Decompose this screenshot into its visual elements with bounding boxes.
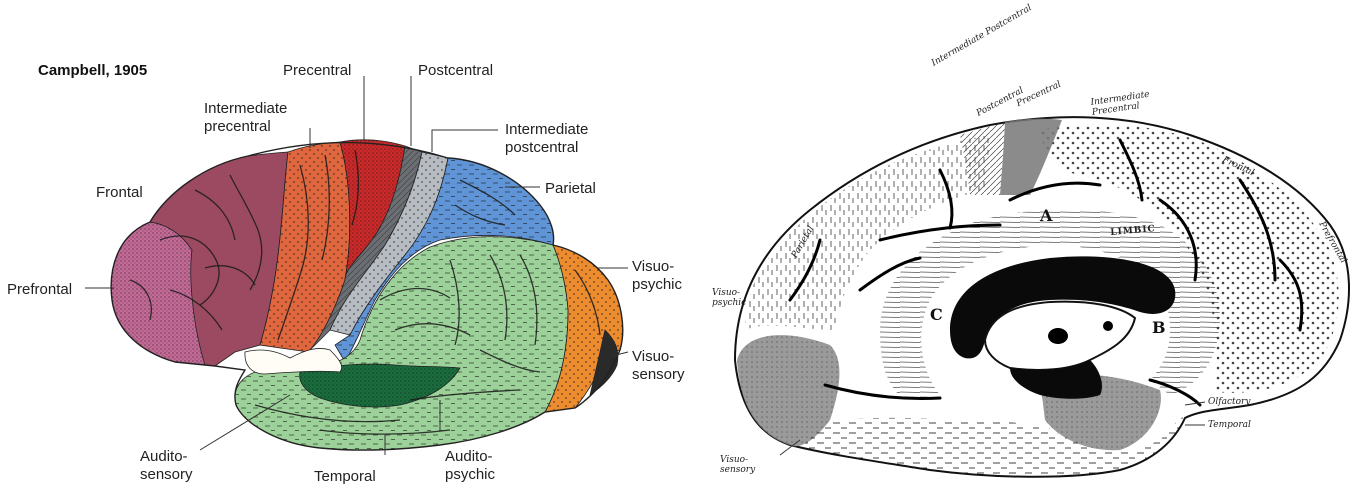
label-r-visuo-sensory: Visuo- sensory bbox=[720, 455, 760, 475]
thalamus-dot-large bbox=[1048, 328, 1068, 344]
label-r-visuo-psychic: Visuo- psychic bbox=[712, 288, 752, 308]
label-r-a: A bbox=[1040, 206, 1052, 225]
thalamus-dot-small bbox=[1103, 321, 1113, 331]
label-r-b: B bbox=[1152, 318, 1166, 337]
label-r-olfactory: Olfactory bbox=[1208, 397, 1250, 407]
label-r-c: C bbox=[930, 305, 943, 324]
label-r-temporal: Temporal bbox=[1208, 420, 1251, 430]
